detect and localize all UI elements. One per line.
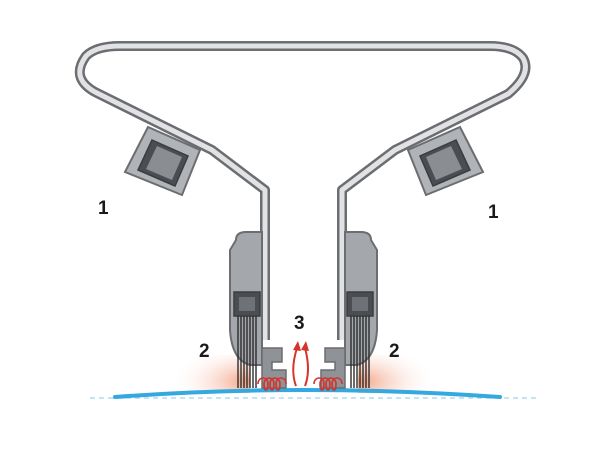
callout-label-2-right: 2	[389, 341, 400, 362]
callout-label-3: 3	[294, 313, 305, 334]
upper-clamp-right	[406, 125, 485, 197]
upper-clamp-left	[123, 125, 202, 197]
outer-frame	[74, 41, 531, 340]
callout-label-1-right: 1	[488, 202, 499, 223]
heat-glow-left	[170, 355, 250, 393]
callout-label-1-left: 1	[98, 198, 109, 219]
surface-line	[113, 388, 502, 399]
heat-glow-right	[358, 355, 438, 393]
heating-coil-left	[257, 377, 287, 391]
brush-left	[237, 316, 257, 388]
airflow-arrows	[292, 341, 309, 387]
callout-label-2-left: 2	[199, 341, 210, 362]
heating-coil-right	[313, 377, 343, 391]
brush-right	[350, 316, 370, 388]
